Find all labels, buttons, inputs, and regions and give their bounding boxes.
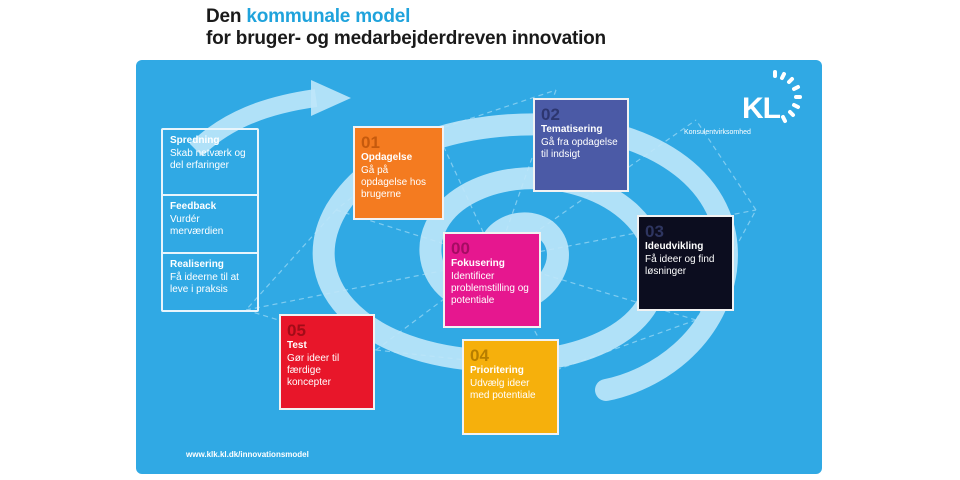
step-number: 03 — [645, 222, 664, 241]
side-stages: Spredning Skab netværk og del erfaringer… — [161, 128, 259, 312]
step-name: Prioritering — [470, 365, 524, 376]
side-stage-description: Få ideerne til at leve i praksis — [170, 272, 239, 295]
step-number: 00 — [451, 239, 470, 258]
side-stage-realisering: Realisering Få ideerne til at leve i pra… — [163, 254, 257, 310]
spiral-arrow-head — [311, 80, 351, 116]
step-card-prioritering: 04 Prioritering Udvælg ideer med potenti… — [462, 339, 559, 435]
title-line-2: for bruger- og medarbejderdreven innovat… — [206, 28, 606, 49]
step-name: Opdagelse — [361, 152, 413, 163]
step-card-opdagelse: 01 Opdagelse Gå på opdagelse hos brugern… — [353, 126, 444, 220]
side-stage-description: Vurdér merværdien — [170, 214, 224, 237]
step-description: Gå på opdagelse hos brugerne — [361, 165, 427, 200]
model-url-link[interactable]: www.klk.kl.dk/innovationsmodel — [186, 450, 309, 459]
title-prefix: Den — [206, 6, 247, 27]
step-description: Gå fra opdagelse til indsigt — [541, 137, 618, 160]
logo-subtitle: Konsulentvirksomhed — [684, 129, 751, 136]
step-number: 05 — [287, 321, 306, 340]
side-stage-description: Skab netværk og del erfaringer — [170, 148, 246, 171]
step-card-ideudvikling: 03 Ideudvikling Få ideer og find løsning… — [637, 215, 734, 311]
step-name: Fokusering — [451, 258, 505, 269]
step-description: Få ideer og find løsninger — [645, 254, 715, 277]
step-card-test: 05 Test Gør ideer til færdige koncepter — [279, 314, 375, 410]
side-stage-name: Realisering — [170, 259, 224, 270]
step-name: Test — [287, 340, 307, 351]
side-stage-spredning: Spredning Skab netværk og del erfaringer — [163, 130, 257, 196]
side-stage-feedback: Feedback Vurdér merværdien — [163, 196, 257, 254]
spiral-arrow-tail — [189, 89, 318, 157]
title-line-1: Den kommunale model — [206, 6, 606, 28]
page-title: Den kommunale model for bruger- og medar… — [206, 6, 606, 50]
logo-text: KL — [742, 92, 781, 125]
step-card-fokusering: 00 Fokusering Identificer problemstillin… — [443, 232, 541, 328]
side-stage-name: Feedback — [170, 201, 217, 212]
kl-logo-icon — [773, 70, 802, 123]
title-accent: kommunale model — [246, 6, 411, 27]
step-description: Gør ideer til færdige koncepter — [287, 353, 340, 388]
step-number: 01 — [361, 133, 380, 152]
step-number: 04 — [470, 346, 489, 365]
step-card-tematisering: 02 Tematisering Gå fra opdagelse til ind… — [533, 98, 629, 192]
side-stage-name: Spredning — [170, 135, 220, 146]
step-description: Identificer problemstilling og potential… — [451, 271, 529, 306]
step-name: Ideudvikling — [645, 241, 704, 252]
step-number: 02 — [541, 105, 560, 124]
step-description: Udvælg ideer med potentiale — [470, 378, 536, 401]
innovation-model-panel: Spredning Skab netværk og del erfaringer… — [136, 60, 822, 474]
step-name: Tematisering — [541, 124, 603, 135]
